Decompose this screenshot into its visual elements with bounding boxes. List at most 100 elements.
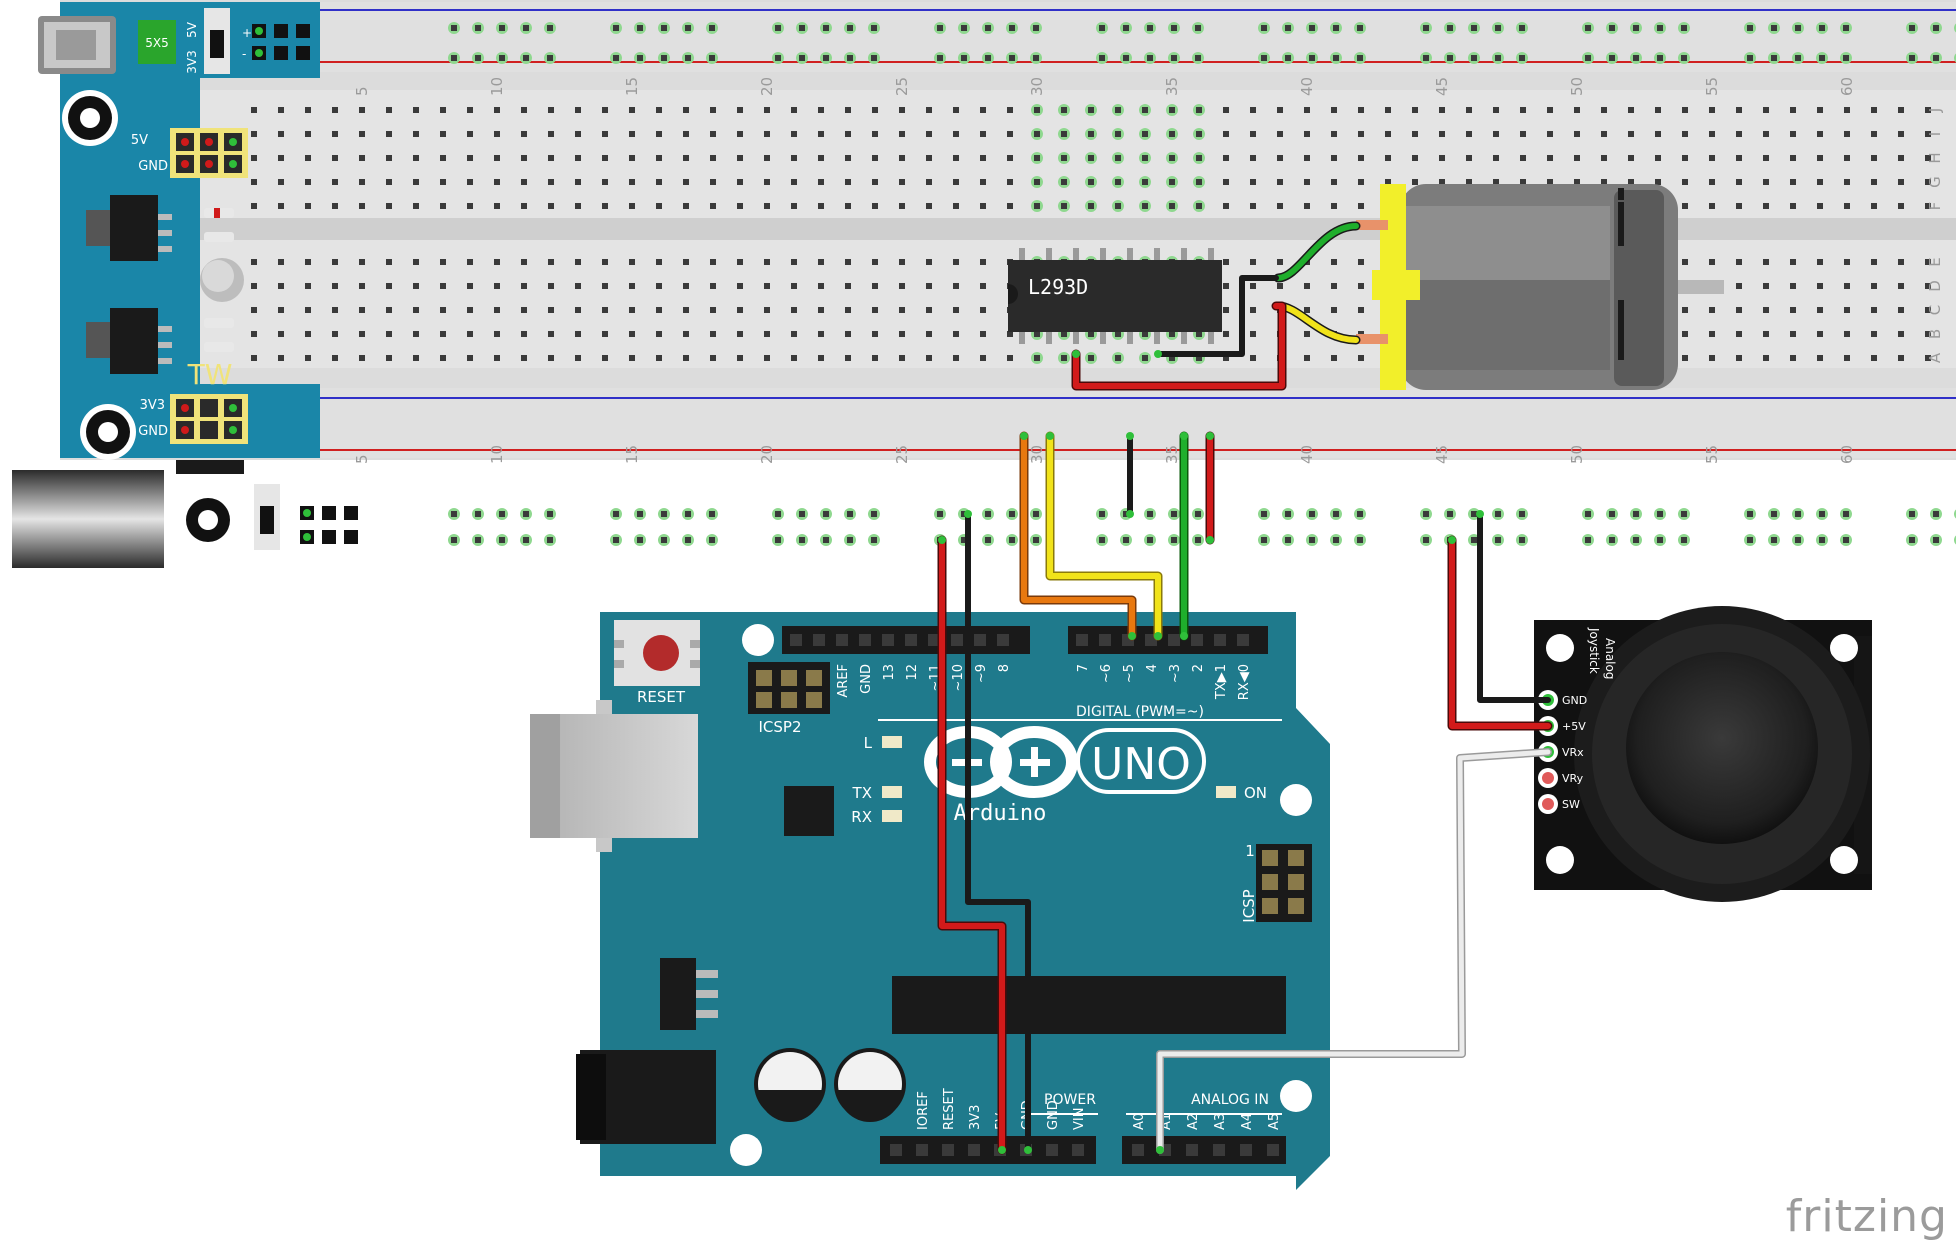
- breadboard-hole: [494, 107, 500, 113]
- header-socket[interactable]: [974, 634, 986, 646]
- voltage-jumper-top[interactable]: [210, 30, 224, 58]
- breadboard-hole: [953, 131, 959, 137]
- rail-hole-pin: [523, 511, 529, 517]
- wire-endpoint: [1126, 432, 1134, 440]
- header-socket[interactable]: [1132, 1144, 1144, 1156]
- header-socket[interactable]: [813, 634, 825, 646]
- breadboard-hole: [1547, 179, 1553, 185]
- breadboard-hole: [1763, 283, 1769, 289]
- rail-hole-pin: [637, 537, 643, 543]
- header-socket[interactable]: [1214, 634, 1226, 646]
- wire-endpoint: [1046, 432, 1054, 440]
- breadboard-hole: [791, 307, 797, 313]
- breadboard-hole: [467, 131, 473, 137]
- rail-hole-pin: [1447, 55, 1453, 61]
- header-socket[interactable]: [1099, 634, 1111, 646]
- header-socket[interactable]: [1191, 634, 1203, 646]
- breadboard-hole: [575, 355, 581, 361]
- header-socket[interactable]: [882, 634, 894, 646]
- header-socket[interactable]: [1076, 634, 1088, 646]
- rail-hole-pin: [1609, 55, 1615, 61]
- header-socket[interactable]: [1237, 634, 1249, 646]
- rail-hole-pin: [1585, 25, 1591, 31]
- power-pin-label: RESET: [942, 1088, 957, 1130]
- header-socket[interactable]: [1240, 1144, 1252, 1156]
- breadboard-hole: [656, 179, 662, 185]
- joystick-knob[interactable]: [1626, 652, 1818, 844]
- joystick-pin[interactable]: [1542, 798, 1554, 810]
- header-socket[interactable]: [1267, 1144, 1279, 1156]
- power-pin-label: 3V3: [968, 1105, 983, 1130]
- header-socket[interactable]: [916, 1144, 928, 1156]
- header-socket[interactable]: [1072, 1144, 1084, 1156]
- breadboard-hole: [1250, 307, 1256, 313]
- icsp-header: [1256, 844, 1312, 922]
- breadboard-hole: [1628, 155, 1634, 161]
- breadboard-hole: [737, 307, 743, 313]
- header-socket[interactable]: [1186, 1144, 1198, 1156]
- header-socket[interactable]: [790, 634, 802, 646]
- breadboard-hole: [1412, 179, 1418, 185]
- breadboard-hole: [1169, 179, 1175, 185]
- ic-pin: [1100, 332, 1106, 344]
- breadboard-hole: [278, 355, 284, 361]
- breadboard-hole: [1817, 155, 1823, 161]
- column-number: 5: [353, 454, 371, 464]
- breadboard-hole: [980, 179, 986, 185]
- header-socket[interactable]: [942, 1144, 954, 1156]
- breadboard-hole: [1790, 355, 1796, 361]
- digital-pin-label: ~5: [1122, 664, 1137, 683]
- breadboard-hole: [1844, 179, 1850, 185]
- breadboard-hole: [872, 259, 878, 265]
- rail-hole-pin: [1495, 537, 1501, 543]
- breadboard-hole: [278, 331, 284, 337]
- breadboard-hole: [602, 107, 608, 113]
- breadboard-hole: [1655, 179, 1661, 185]
- row-letter: J: [1926, 108, 1944, 113]
- rail-hole-pin: [1099, 55, 1105, 61]
- rail-hole-pin: [799, 511, 805, 517]
- header-socket[interactable]: [1213, 1144, 1225, 1156]
- breadboard-hole: [1304, 107, 1310, 113]
- header-socket[interactable]: [928, 634, 940, 646]
- header-socket[interactable]: [951, 634, 963, 646]
- header-socket[interactable]: [905, 634, 917, 646]
- breadboard-hole: [1871, 283, 1877, 289]
- breadboard-hole: [1790, 283, 1796, 289]
- header-socket[interactable]: [836, 634, 848, 646]
- rail-hole-pin: [1309, 25, 1315, 31]
- rail-hole-pin: [1771, 537, 1777, 543]
- breadboard-hole: [1601, 131, 1607, 137]
- breadboard-hole: [1898, 203, 1904, 209]
- rail-hole-pin: [1033, 25, 1039, 31]
- header-socket[interactable]: [1046, 1144, 1058, 1156]
- breadboard-hole: [1196, 131, 1202, 137]
- breadboard-hole: [899, 155, 905, 161]
- breadboard-hole: [602, 131, 608, 137]
- reset-button[interactable]: [643, 635, 679, 671]
- breadboard-hole: [602, 331, 608, 337]
- ic-pin: [1181, 248, 1187, 260]
- breadboard-hole: [467, 179, 473, 185]
- breadboard-hole: [548, 131, 554, 137]
- ic-pin: [1208, 248, 1214, 260]
- rail-hole-pin: [451, 55, 457, 61]
- digital-pin-label: RX◀0: [1237, 664, 1252, 700]
- breadboard-hole: [953, 355, 959, 361]
- header-socket[interactable]: [968, 1144, 980, 1156]
- breadboard-hole: [251, 107, 257, 113]
- header-socket[interactable]: [890, 1144, 902, 1156]
- breadboard-hole: [1898, 355, 1904, 361]
- svg-text:ON: ON: [1244, 784, 1267, 802]
- wire-endpoint: [998, 1146, 1006, 1154]
- header-socket[interactable]: [997, 634, 1009, 646]
- header-socket[interactable]: [859, 634, 871, 646]
- header-socket[interactable]: [1168, 634, 1180, 646]
- joystick-pin-label: SW: [1562, 798, 1580, 811]
- breadboard-hole: [1925, 307, 1931, 313]
- joystick-pin[interactable]: [1542, 772, 1554, 784]
- voltage-jumper-bottom[interactable]: [260, 506, 274, 534]
- rail-hole-pin: [451, 511, 457, 517]
- rail-hole-pin: [1771, 25, 1777, 31]
